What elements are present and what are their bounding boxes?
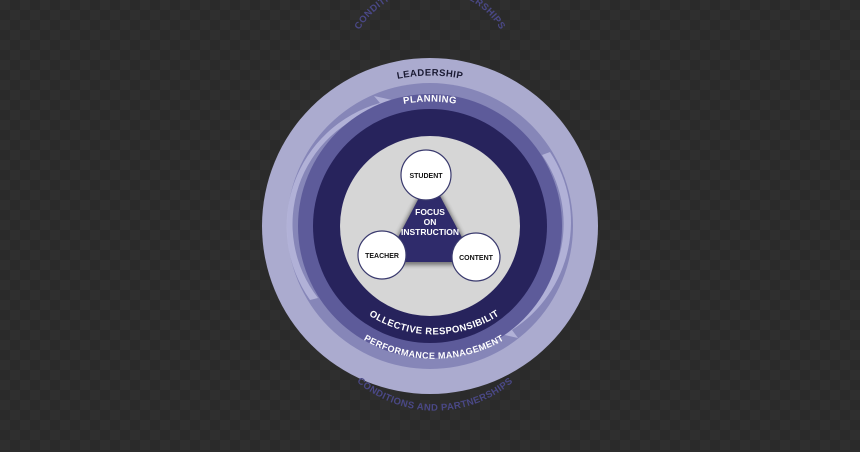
content-node: CONTENT — [451, 232, 501, 282]
student-node: STUDENT — [400, 149, 452, 201]
student-circle — [400, 149, 452, 201]
leadership-label: LEADERSHIP — [396, 68, 464, 82]
teacher-node: TEACHER — [357, 230, 407, 280]
conditions-top-text: CONDITIONS AND PARTNERSHIPS — [353, 0, 507, 32]
teacher-circle — [357, 230, 407, 280]
center-label-line1: FOCUS — [415, 207, 445, 217]
teacher-label: TEACHER — [365, 253, 399, 260]
conditions-top-label: CONDITIONS AND PARTNERSHIPS — [353, 0, 508, 32]
content-circle — [451, 232, 501, 282]
focus-triangle — [385, 177, 475, 262]
content-label: CONTENT — [459, 255, 494, 262]
student-label: STUDENT — [409, 173, 443, 180]
center-label-line3: INSTRUCTION — [401, 227, 459, 237]
leadership-text: LEADERSHIP — [396, 68, 464, 82]
center-label-line2: ON — [424, 217, 437, 227]
